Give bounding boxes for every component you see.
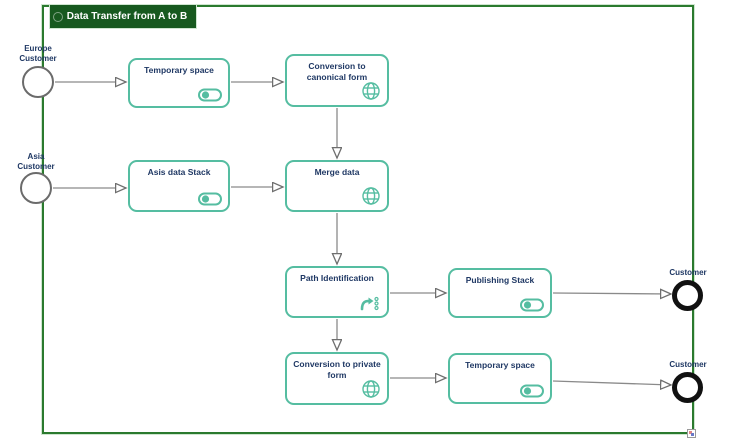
end-event-customer-2[interactable] <box>672 372 703 403</box>
group-frame <box>42 5 694 434</box>
task-path-identification[interactable]: Path Identification <box>285 266 389 318</box>
diagram-title: Data Transfer from A to B <box>66 11 188 22</box>
service-toggle-icon <box>198 82 222 102</box>
task-label: Publishing Stack <box>465 275 535 285</box>
task-label: Conversion to canonical form <box>306 61 368 82</box>
end-event-customer-1[interactable] <box>672 280 703 311</box>
end-event-label: Customer <box>669 268 707 277</box>
globe-icon <box>357 186 381 206</box>
task-label: Path Identification <box>300 273 374 283</box>
task-temporary-space-2[interactable]: Temporary space <box>448 353 552 404</box>
start-event-label: Asia Customer <box>17 152 55 172</box>
globe-icon <box>357 379 381 399</box>
task-label: Temporary space <box>144 65 214 75</box>
task-asis-data-stack[interactable]: Asis data Stack <box>128 160 230 212</box>
start-event-label: Europe Customer <box>19 44 57 64</box>
task-merge-data[interactable]: Merge data <box>285 160 389 212</box>
task-label: Asis data Stack <box>147 167 211 177</box>
task-label: Temporary space <box>465 360 535 370</box>
service-toggle-icon <box>198 186 222 206</box>
end-event-label: Customer <box>669 360 707 369</box>
service-toggle-icon <box>520 378 544 398</box>
task-temporary-space-1[interactable]: Temporary space <box>128 58 230 108</box>
start-event-europe-customer[interactable] <box>22 66 54 98</box>
task-conversion-private[interactable]: Conversion to private form <box>285 352 389 405</box>
task-publishing-stack[interactable]: Publishing Stack <box>448 268 552 318</box>
process-arrow-icon <box>357 292 381 312</box>
broken-image-icon <box>687 429 696 438</box>
group-icon <box>52 11 63 22</box>
group-title-banner[interactable]: Data Transfer from A to B <box>50 5 196 28</box>
globe-icon <box>357 81 381 101</box>
start-event-asia-customer[interactable] <box>20 172 52 204</box>
task-conversion-canonical[interactable]: Conversion to canonical form <box>285 54 389 107</box>
service-toggle-icon <box>520 292 544 312</box>
task-label: Merge data <box>314 167 360 177</box>
task-label: Conversion to private form <box>293 359 381 380</box>
